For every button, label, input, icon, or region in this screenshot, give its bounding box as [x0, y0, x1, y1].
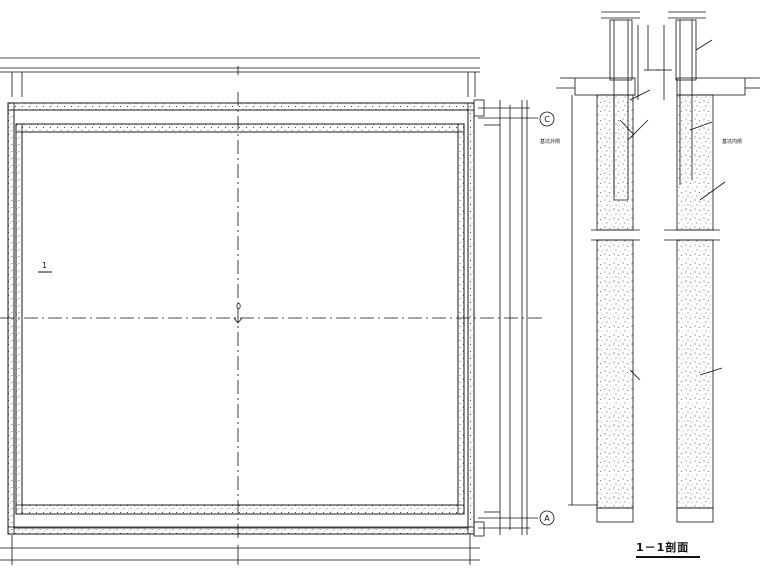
- axis-bubble-c: [539, 111, 555, 127]
- pile-ring-outer: [7, 102, 475, 535]
- axis-label-a: A: [544, 514, 550, 523]
- axis-label-c: C: [544, 115, 550, 124]
- pile-left: [556, 11, 660, 523]
- pile-ring-inner: [15, 123, 465, 515]
- center-mark: 0: [233, 302, 243, 324]
- label-outside: 基坑外侧: [540, 138, 560, 145]
- pile-right: [656, 11, 760, 523]
- svg-text:0: 0: [236, 302, 241, 311]
- section-title: 1－1剖面: [636, 541, 690, 554]
- section-title-underline: [636, 556, 700, 558]
- svg-text:1: 1: [42, 261, 47, 270]
- axis-bubble-a: [539, 510, 555, 526]
- section-side-labels: 基坑外侧 基坑内侧: [540, 138, 742, 145]
- label-inside: 基坑内侧: [722, 138, 742, 145]
- top-dimension-lines: [0, 57, 480, 97]
- plan-view: [0, 57, 555, 565]
- bottom-dimension-lines: [0, 535, 480, 565]
- right-dimension-lines: [478, 100, 538, 535]
- section-view: [556, 11, 760, 523]
- section-marker: 1: [38, 261, 52, 273]
